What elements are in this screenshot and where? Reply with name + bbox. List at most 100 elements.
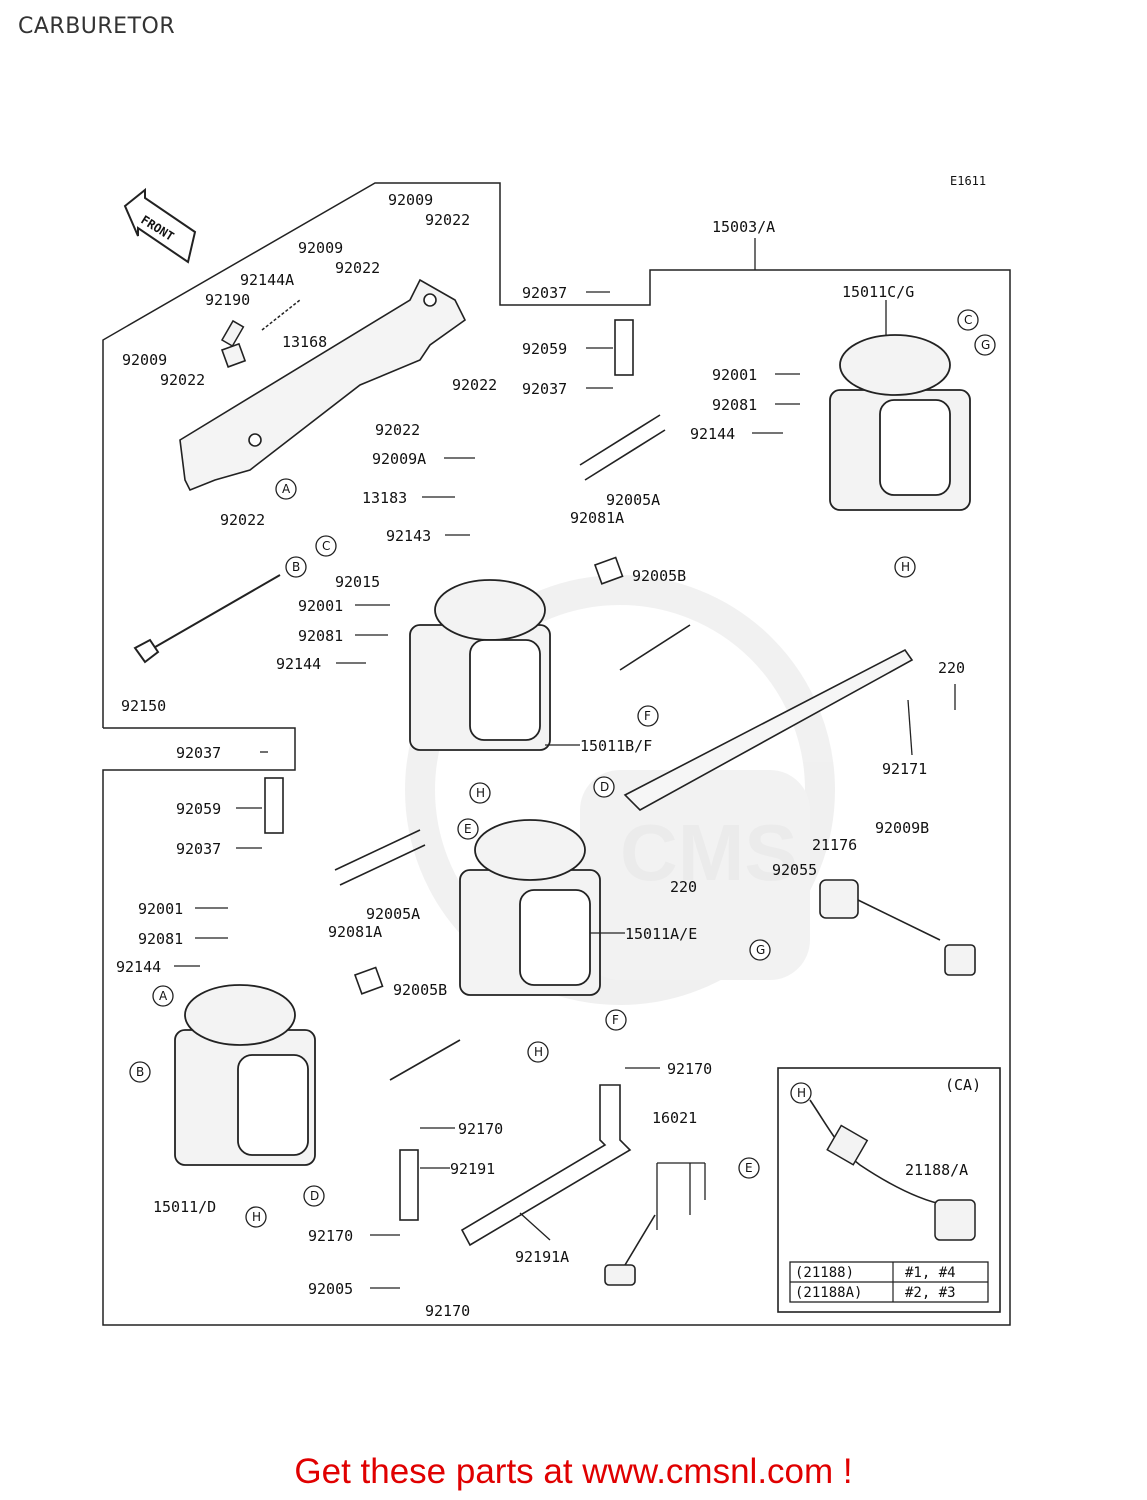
svg-text:C: C [964, 313, 972, 327]
svg-text:G: G [981, 338, 990, 352]
part-label: 92170 [308, 1227, 353, 1245]
ca-inset-box: (CA) (21188) #1, #4 (21188A) #2, #3 [777, 1067, 1001, 1313]
part-label: 92022 [220, 511, 265, 529]
svg-text:F: F [644, 709, 651, 723]
carburetor-body-front-left [174, 984, 316, 1166]
svg-text:C: C [322, 539, 330, 553]
callout-c: C [957, 309, 979, 331]
carburetor-body-mid [409, 579, 551, 751]
part-label: 13183 [362, 489, 407, 507]
callout-h: H [894, 556, 916, 578]
callout-e: E [457, 818, 479, 840]
choke-link-plate [623, 648, 914, 811]
callout-a: A [275, 478, 297, 500]
svg-text:E: E [745, 1161, 753, 1175]
leader-lines [174, 238, 956, 1289]
part-label: 92037 [522, 380, 567, 398]
callout-f: F [605, 1009, 627, 1031]
part-label: 92005A [366, 905, 420, 923]
svg-text:A: A [159, 989, 168, 1003]
part-label: 92059 [176, 800, 221, 818]
part-label: 92144 [276, 655, 321, 673]
svg-text:F: F [612, 1013, 619, 1027]
callout-h: H [245, 1206, 267, 1228]
page-title: CARBURETOR [18, 14, 176, 39]
part-label: 92009 [122, 351, 167, 369]
part-label: 92059 [522, 340, 567, 358]
part-label: 15003/A [712, 218, 775, 236]
part-label: 220 [938, 659, 965, 677]
callout-g: G [974, 334, 996, 356]
part-labels: 15003/A 92037 15011C/G 92009 92022 92009… [116, 191, 968, 1320]
callout-d: D [303, 1185, 325, 1207]
part-label: 16021 [652, 1109, 697, 1127]
part-label: 92015 [335, 573, 380, 591]
part-label: 92022 [375, 421, 420, 439]
part-label: 92022 [425, 211, 470, 229]
svg-text:B: B [292, 560, 300, 574]
callout-c: C [315, 535, 337, 557]
callout-h: H [527, 1041, 549, 1063]
part-label: 92150 [121, 697, 166, 715]
part-label: 92009 [298, 239, 343, 257]
callout-d: D [593, 776, 615, 798]
part-label: 21188/A [905, 1161, 968, 1179]
part-label: 92022 [452, 376, 497, 394]
part-label: 92009 [388, 191, 433, 209]
part-label: 21176 [812, 836, 857, 854]
svg-text:H: H [901, 560, 910, 574]
part-label: 92170 [425, 1302, 470, 1320]
part-label: 220 [670, 878, 697, 896]
link-rod [133, 574, 281, 664]
carburetor-body-center [459, 819, 601, 996]
part-label: 92081A [328, 923, 382, 941]
part-label: 15011A/E [625, 925, 697, 943]
callout-b: B [285, 556, 307, 578]
part-label: 92005B [632, 567, 686, 585]
part-label: 92190 [205, 291, 250, 309]
sensor-assembly [604, 879, 976, 1286]
svg-text:D: D [600, 780, 609, 794]
callout-f: F [637, 705, 659, 727]
svg-text:H: H [252, 1210, 261, 1224]
front-arrow-icon: FRONT [123, 187, 197, 264]
callout-h: H [790, 1082, 812, 1104]
part-label: 92144A [240, 271, 294, 289]
part-label: 15011B/F [580, 737, 652, 755]
callout-e: E [738, 1157, 760, 1179]
callout-letters: C G H A B C F H E D G A B H F E D H H [129, 309, 996, 1228]
part-label: 92022 [160, 371, 205, 389]
part-label: 92081 [138, 930, 183, 948]
svg-text:H: H [797, 1086, 806, 1100]
svg-text:H: H [476, 786, 485, 800]
part-label: 92171 [882, 760, 927, 778]
part-label: 92081A [570, 509, 624, 527]
part-label: 92009B [875, 819, 929, 837]
part-label: 92170 [667, 1060, 712, 1078]
part-label: 13168 [282, 333, 327, 351]
svg-text:E: E [464, 822, 472, 836]
part-label: 92191 [450, 1160, 495, 1178]
part-label: 92001 [712, 366, 757, 384]
part-label: 92144 [690, 425, 735, 443]
part-label: 92081 [712, 396, 757, 414]
ca-row-2-part: (21188A) [795, 1285, 862, 1301]
carburetor-exploded-diagram: CMS FRONT E1611 [102, 174, 1011, 1326]
carburetor-body-rear-right [829, 334, 971, 511]
ca-box-title: (CA) [945, 1076, 981, 1094]
svg-text:CMS: CMS [620, 808, 798, 897]
part-label: 92005 [308, 1280, 353, 1298]
callout-g: G [749, 939, 771, 961]
svg-text:H: H [534, 1045, 543, 1059]
part-label: 92143 [386, 527, 431, 545]
diagram-code: E1611 [950, 174, 986, 188]
svg-text:B: B [136, 1065, 144, 1079]
assembly-outlines [102, 182, 1011, 1326]
part-label: 92037 [522, 284, 567, 302]
throttle-bracket [179, 278, 467, 492]
footer-link[interactable]: Get these parts at www.cmsnl.com ! [294, 1452, 853, 1491]
part-label: 92144 [116, 958, 161, 976]
pins-springs [220, 299, 301, 348]
callout-b: B [129, 1061, 151, 1083]
svg-text:D: D [310, 1189, 319, 1203]
